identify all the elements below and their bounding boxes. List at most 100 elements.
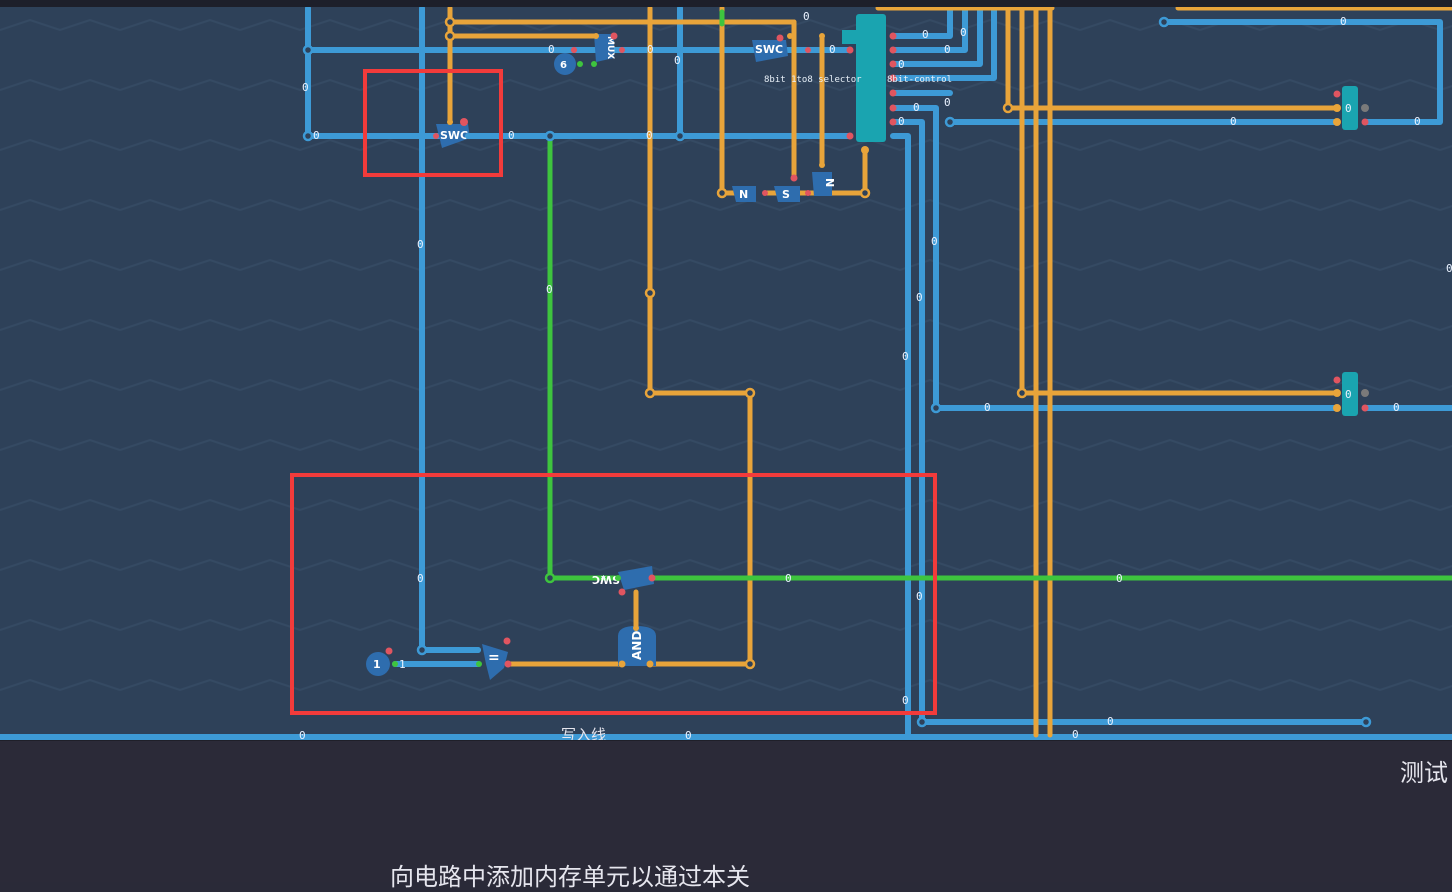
junction[interactable]: [544, 572, 556, 584]
pin[interactable]: [1333, 104, 1341, 112]
pin[interactable]: [889, 89, 897, 97]
pin[interactable]: [889, 74, 897, 82]
junction[interactable]: [416, 644, 428, 656]
pin[interactable]: [1333, 376, 1341, 384]
pin[interactable]: [846, 132, 854, 140]
pin[interactable]: [615, 575, 621, 581]
pin[interactable]: [503, 637, 511, 645]
pin[interactable]: [385, 647, 393, 655]
junction[interactable]: [716, 187, 728, 199]
junction[interactable]: [302, 44, 314, 56]
junction[interactable]: [916, 716, 928, 728]
switch-gate-label: S: [782, 188, 790, 201]
pin[interactable]: [646, 660, 654, 668]
pin[interactable]: [805, 190, 811, 196]
register-top[interactable]: 0: [1333, 86, 1369, 130]
pin[interactable]: [618, 660, 626, 668]
swc-gate-bottom[interactable]: SWC *: [592, 566, 656, 596]
pin[interactable]: [504, 660, 512, 668]
pin[interactable]: [577, 61, 583, 67]
pin[interactable]: [889, 46, 897, 54]
junction[interactable]: [644, 387, 656, 399]
switch-gate[interactable]: S: [774, 174, 811, 203]
pin[interactable]: [648, 574, 656, 582]
junction[interactable]: [444, 30, 456, 42]
pin[interactable]: [790, 174, 798, 182]
junction[interactable]: [1002, 102, 1014, 114]
pin[interactable]: [476, 661, 482, 667]
junction[interactable]: [544, 130, 556, 142]
pin[interactable]: [1361, 118, 1369, 126]
blue-wire-stack-4[interactable]: [890, 5, 997, 81]
pin[interactable]: [1361, 389, 1369, 397]
pin[interactable]: [619, 47, 625, 53]
circuit-canvas[interactable]: 0 0 0 0 0 0 0 0 0 0 0 0 0 0 0 0 0 0 0 0: [0, 0, 1452, 740]
pin[interactable]: [889, 118, 897, 126]
pin[interactable]: [392, 661, 398, 667]
pin[interactable]: [618, 588, 626, 596]
blue-wire-stack-7[interactable]: [890, 119, 1369, 725]
pin[interactable]: [889, 32, 897, 40]
pin[interactable]: [762, 190, 768, 196]
pin[interactable]: [1333, 90, 1341, 98]
pin[interactable]: [610, 32, 618, 40]
pin[interactable]: [776, 34, 784, 42]
blue-wire-stack-6[interactable]: [890, 105, 1340, 411]
equals-gate[interactable]: =: [475, 637, 512, 681]
not-gate-right[interactable]: N: [812, 162, 836, 196]
blue-wire-stack-1[interactable]: [890, 5, 953, 39]
not-gate-left[interactable]: N: [732, 186, 768, 202]
pin[interactable]: [819, 33, 825, 39]
pin[interactable]: [447, 119, 453, 125]
blue-wire-top-right[interactable]: [1161, 19, 1443, 125]
blue-wire-stack-8[interactable]: [890, 133, 911, 738]
pin[interactable]: [593, 33, 599, 39]
junction[interactable]: [930, 402, 942, 414]
junction[interactable]: [302, 130, 314, 142]
pin[interactable]: [433, 133, 439, 139]
pin[interactable]: [633, 625, 639, 631]
pin[interactable]: [889, 104, 897, 112]
junction[interactable]: [674, 130, 686, 142]
orange-wire-v650[interactable]: [647, 5, 753, 667]
constant-six[interactable]: 6: [554, 47, 597, 75]
and-gate[interactable]: AND: [618, 625, 656, 668]
pin[interactable]: [1333, 118, 1341, 126]
pin[interactable]: [460, 118, 468, 126]
junction[interactable]: [644, 287, 656, 299]
junction[interactable]: [444, 16, 456, 28]
pin[interactable]: [571, 47, 577, 53]
pin[interactable]: [805, 47, 811, 53]
wire-value-label: 0: [898, 58, 905, 71]
pin[interactable]: [1361, 404, 1369, 412]
swc-gate-top[interactable]: SWC: [433, 118, 471, 148]
pin[interactable]: [475, 647, 481, 653]
wire-value-label: 0: [508, 129, 515, 142]
junction[interactable]: [859, 187, 871, 199]
junction[interactable]: [1158, 16, 1170, 28]
circuit-board[interactable]: 0 0 0 0 0 0 0 0 0 0 0 0 0 0 0 0 0 0 0 0: [0, 0, 1452, 740]
junction[interactable]: [1360, 716, 1372, 728]
pin[interactable]: [861, 146, 869, 154]
pin[interactable]: [889, 60, 897, 68]
blue-wire-stack-3[interactable]: [890, 5, 983, 67]
blue-wire-stack-2[interactable]: [890, 5, 968, 53]
pin[interactable]: [465, 133, 471, 139]
pin[interactable]: [1333, 404, 1341, 412]
pin[interactable]: [787, 33, 793, 39]
junction[interactable]: [1016, 387, 1028, 399]
pin[interactable]: [819, 162, 825, 168]
register-bottom[interactable]: 0: [1333, 372, 1369, 416]
swc-gate-upper[interactable]: SWC: [752, 33, 825, 62]
junction[interactable]: [944, 116, 956, 128]
pin[interactable]: [1333, 389, 1341, 397]
constant-one[interactable]: 1 1: [366, 647, 406, 677]
selector-component[interactable]: [842, 14, 897, 154]
junction[interactable]: [744, 387, 756, 399]
test-tab[interactable]: 测试: [1400, 759, 1448, 787]
pin[interactable]: [591, 61, 597, 67]
junction[interactable]: [744, 658, 756, 670]
pin[interactable]: [1361, 104, 1369, 112]
pin[interactable]: [846, 46, 854, 54]
